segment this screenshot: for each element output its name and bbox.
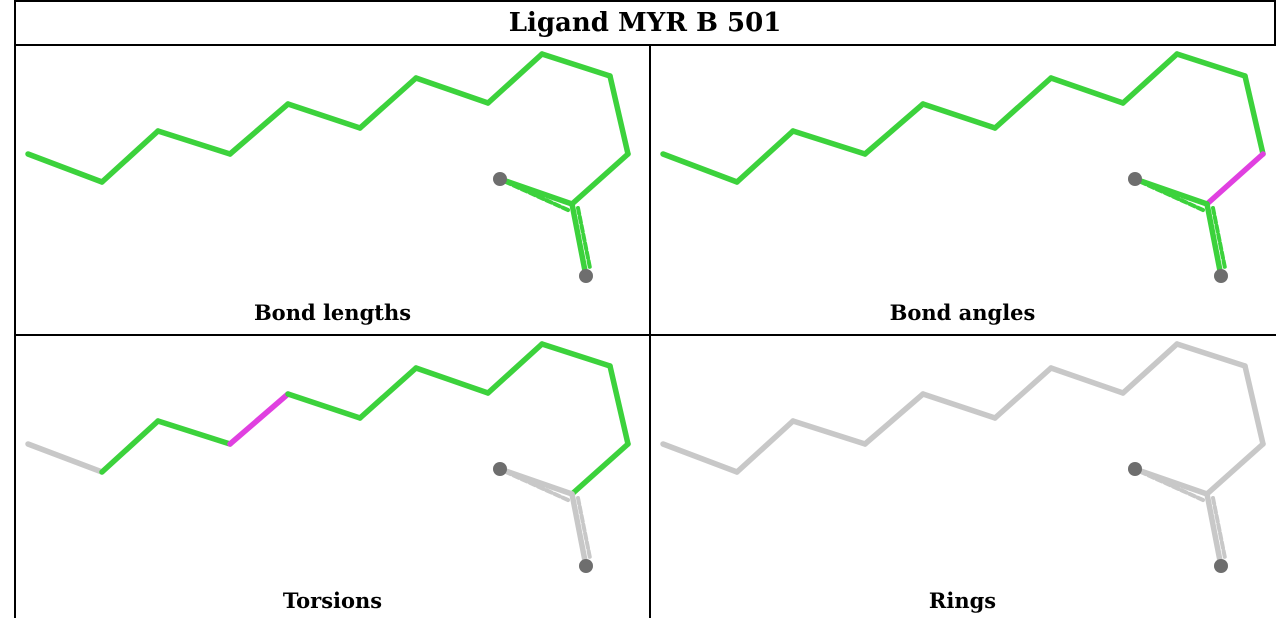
bond-C14-C13 xyxy=(660,151,740,185)
bond-C12-C11 xyxy=(790,128,868,157)
bond-C14-C13 xyxy=(25,151,105,185)
bond-C11-C10 xyxy=(227,391,291,447)
atom-O2 xyxy=(579,269,593,283)
row-divider xyxy=(14,334,1276,336)
ligand-title: Ligand MYR B 501 xyxy=(508,8,782,38)
atom-O1 xyxy=(1128,172,1142,186)
bond-C1-O2-double xyxy=(1211,206,1227,270)
bond-C10-C9 xyxy=(285,101,363,131)
molecule-diagram-bond-angles xyxy=(660,51,1266,283)
bond-C4-C3 xyxy=(569,441,631,497)
bond-C13-C12 xyxy=(734,418,796,475)
caption-torsions: Torsions xyxy=(282,588,383,613)
bond-C7-C6 xyxy=(1120,51,1180,106)
bond-C4-C3 xyxy=(569,151,631,207)
bond-C9-C8 xyxy=(357,365,419,421)
molecule-diagram-rings xyxy=(660,341,1266,573)
bond-C8-C7 xyxy=(1048,75,1126,106)
bond-C13-C12 xyxy=(99,418,161,475)
bond-C14-C13 xyxy=(660,441,740,475)
molecule-diagram-bond-lengths xyxy=(25,51,631,283)
bond-C1-O2 xyxy=(1204,491,1224,569)
panel-bond-angles: Bond angles xyxy=(651,46,1274,334)
bond-C1-O1-double xyxy=(504,180,570,212)
table-top-border xyxy=(14,0,1276,2)
bond-C6-C5 xyxy=(539,51,613,79)
bond-C5-C4 xyxy=(1242,73,1266,157)
bond-C10-C9 xyxy=(285,391,363,421)
bond-C7-C6 xyxy=(485,341,545,396)
caption-bond-angles: Bond angles xyxy=(889,300,1036,325)
bond-C6-C5 xyxy=(539,341,613,369)
bond-C1-O1-double xyxy=(1139,470,1205,502)
caption-rings: Rings xyxy=(928,588,997,613)
panel-rings: Rings xyxy=(651,336,1274,618)
bond-C4-C3 xyxy=(1204,151,1266,207)
bond-C1-O2-double xyxy=(1211,496,1227,560)
panel-bond-lengths: Bond lengths xyxy=(16,46,649,334)
bond-C5-C4 xyxy=(607,73,631,157)
bond-C7-C6 xyxy=(1120,341,1180,396)
bond-C5-C4 xyxy=(1242,363,1266,447)
atom-O1 xyxy=(493,462,507,476)
atom-O1 xyxy=(1128,462,1142,476)
bond-C9-C8 xyxy=(992,365,1054,421)
atom-O1 xyxy=(493,172,507,186)
bond-C1-O2-double xyxy=(576,496,592,560)
bond-C6-C5 xyxy=(1174,51,1248,79)
molecule-diagram-torsions xyxy=(25,341,631,573)
bond-C8-C7 xyxy=(1048,365,1126,396)
atom-O2 xyxy=(1214,559,1228,573)
column-divider xyxy=(649,44,651,618)
bond-C12-C11 xyxy=(790,418,868,447)
panel-torsions: Torsions xyxy=(16,336,649,618)
bond-C12-C11 xyxy=(155,128,233,157)
bond-C11-C10 xyxy=(862,391,926,447)
bond-C1-O1-double xyxy=(504,470,570,502)
bond-C5-C4 xyxy=(607,363,631,447)
bond-C4-C3 xyxy=(1204,441,1266,497)
bond-C13-C12 xyxy=(734,128,796,185)
validation-table: Ligand MYR B 501 Bond lengths Bond angle… xyxy=(14,0,1276,618)
bond-C1-O2 xyxy=(1204,201,1224,279)
bond-C1-O1-double xyxy=(1139,180,1205,212)
bond-C6-C5 xyxy=(1174,341,1248,369)
bond-C10-C9 xyxy=(920,101,998,131)
bond-C9-C8 xyxy=(992,75,1054,131)
bond-C9-C8 xyxy=(357,75,419,131)
header-divider xyxy=(14,44,1276,46)
bond-C10-C9 xyxy=(920,391,998,421)
bond-C12-C11 xyxy=(155,418,233,447)
table-right-border xyxy=(1274,0,1276,44)
atom-O2 xyxy=(579,559,593,573)
atom-O2 xyxy=(1214,269,1228,283)
caption-bond-lengths: Bond lengths xyxy=(253,300,412,325)
bond-C11-C10 xyxy=(862,101,926,157)
bond-C1-O2-double xyxy=(576,206,592,270)
bond-C8-C7 xyxy=(413,75,491,106)
bond-C11-C10 xyxy=(227,101,291,157)
bond-C13-C12 xyxy=(99,128,161,185)
bond-C1-O2 xyxy=(569,491,589,569)
bond-C8-C7 xyxy=(413,365,491,396)
bond-C14-C13 xyxy=(25,441,105,475)
bond-C1-O2 xyxy=(569,201,589,279)
bond-C7-C6 xyxy=(485,51,545,106)
table-left-border xyxy=(14,0,16,618)
